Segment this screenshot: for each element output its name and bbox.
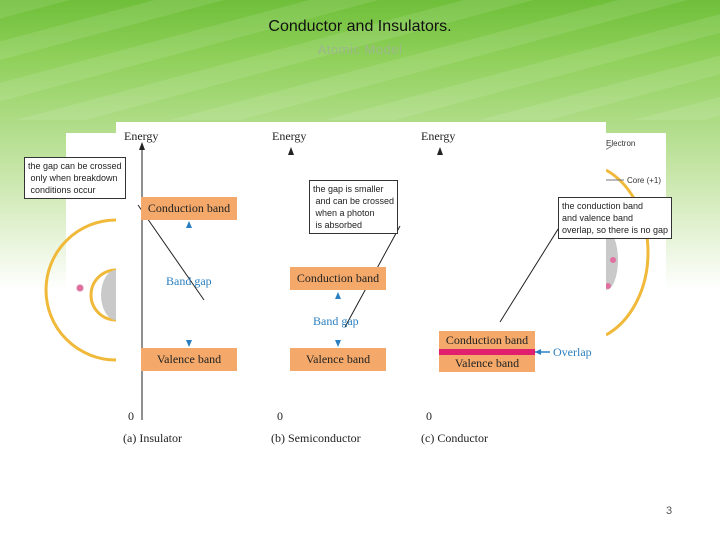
insulator-caption: (a) Insulator <box>123 431 182 445</box>
semiconductor-band-gap-label: Band gap <box>313 314 359 328</box>
overlap-bar <box>439 349 535 355</box>
left-electron <box>76 284 84 292</box>
conductor-callout-leader <box>499 225 561 323</box>
left-core <box>101 270 116 320</box>
electron-leader <box>604 145 613 151</box>
insulator-callout-leader <box>137 204 205 301</box>
left-orbit-inner <box>89 268 117 322</box>
insulator-band-gap-label: Band gap <box>166 274 212 288</box>
conductor-energy-label: Energy <box>421 129 456 143</box>
core-label: Core (+1) <box>627 176 662 185</box>
conductor-callout: the conduction band and valence band ove… <box>558 197 673 239</box>
conductor-axis-arrow <box>437 147 443 155</box>
semiconductor-gap-arrow-down <box>335 340 341 347</box>
insulator-zero-label: 0 <box>128 409 134 423</box>
slide-title: Conductor and Insulators. <box>268 18 452 35</box>
electron-label: Electron <box>606 139 636 148</box>
semiconductor-zero-label: 0 <box>277 409 283 423</box>
insulator-gap-arrow-up <box>186 221 192 228</box>
insulator-axis-arrow <box>139 142 145 150</box>
insulator-conduction-band: Conduction band <box>141 197 237 220</box>
background-stripes <box>0 0 720 120</box>
right-electron-1 <box>610 257 616 263</box>
semiconductor-energy-label: Energy <box>272 129 307 143</box>
overlap-label: Overlap <box>553 345 592 359</box>
semiconductor-caption: (b) Semiconductor <box>271 431 361 445</box>
right-electron-2 <box>605 283 611 289</box>
semiconductor-gap-arrow-up <box>335 292 341 299</box>
semiconductor-conduction-band: Conduction band <box>290 267 386 290</box>
conductor-caption: (c) Conductor <box>421 431 488 445</box>
insulator-energy-label: Energy <box>124 129 159 143</box>
conductor-zero-label: 0 <box>426 409 432 423</box>
slide-subtitle: Atomic Model <box>317 42 403 57</box>
page-number: 3 <box>666 505 673 517</box>
overlap-pointer-head <box>535 349 541 355</box>
right-orbit-outer <box>605 168 650 337</box>
semiconductor-axis-arrow <box>288 147 294 155</box>
insulator-valence-band: Valence band <box>141 348 237 371</box>
semiconductor-callout: the gap is smaller and can be crossed wh… <box>309 180 399 234</box>
semiconductor-valence-band: Valence band <box>290 348 386 371</box>
left-orbit-outer <box>44 218 117 362</box>
conductor-valence-band: Valence band <box>439 355 535 372</box>
insulator-gap-arrow-down <box>186 340 192 347</box>
insulator-callout: the gap can be crossed only when breakdo… <box>24 157 126 199</box>
conductor-conduction-band: Conduction band <box>439 331 535 349</box>
